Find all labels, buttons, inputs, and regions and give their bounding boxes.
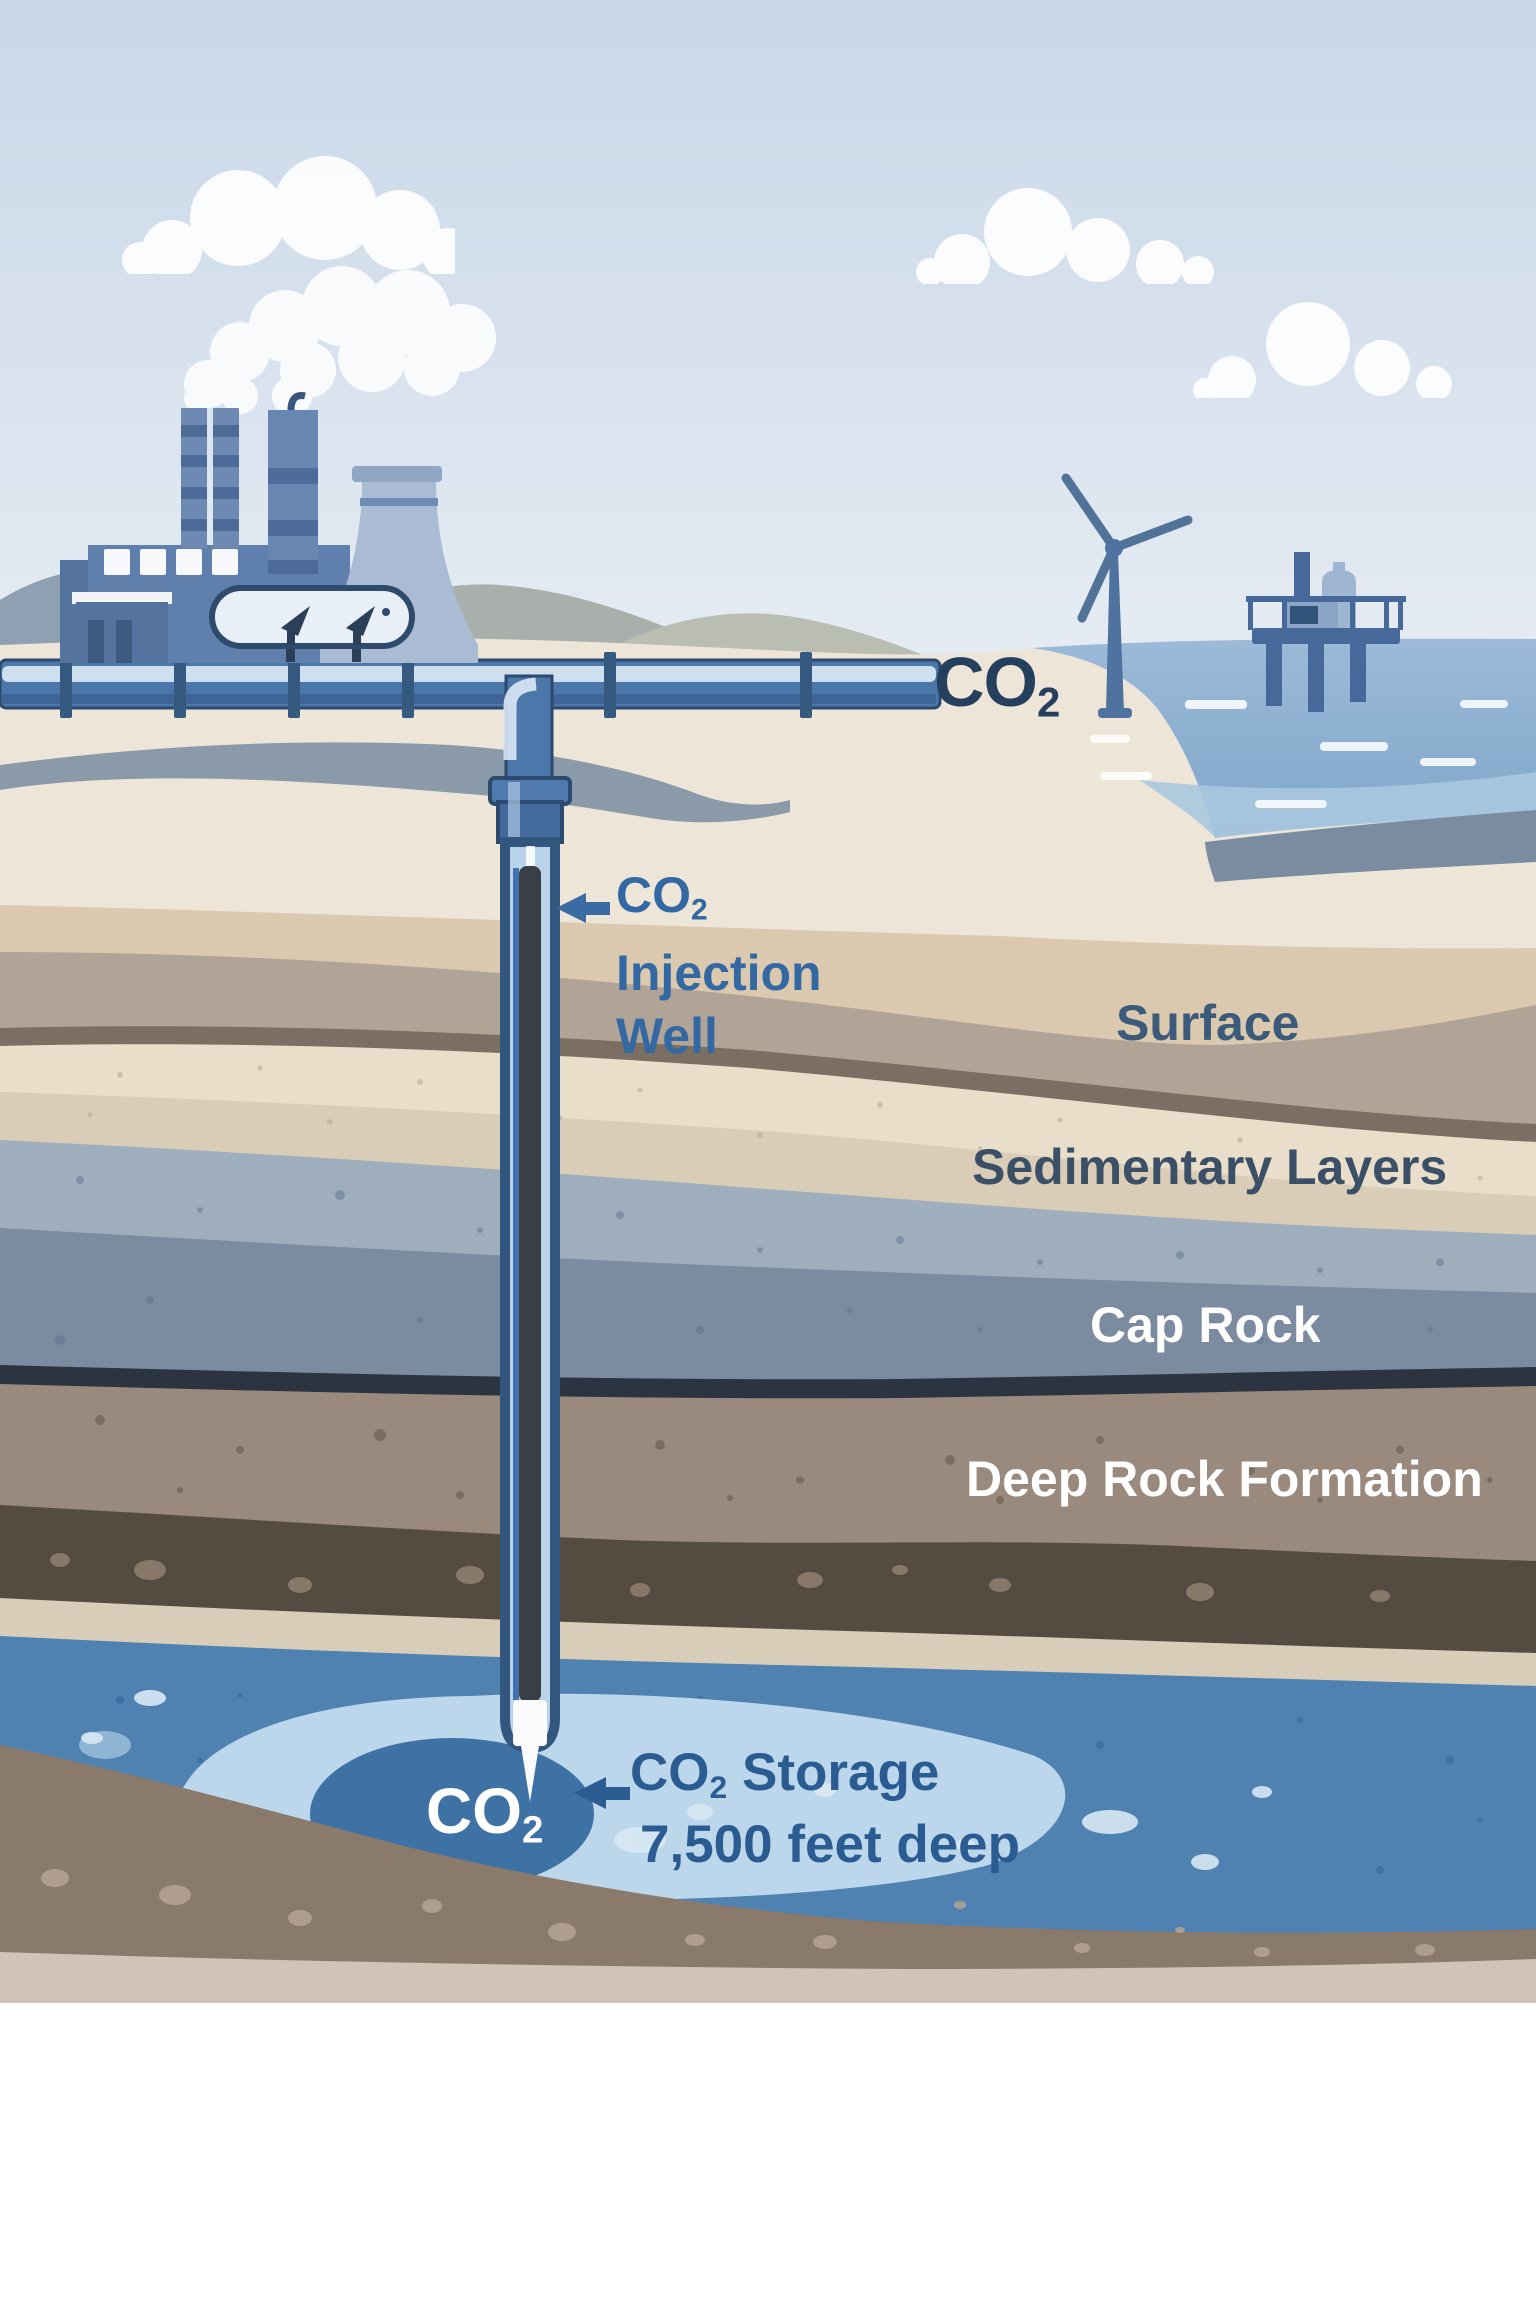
injector-tip xyxy=(513,1700,547,1746)
co2-bubble-label: CO2 xyxy=(426,1774,543,1853)
injwell-co2-subscript: 2 xyxy=(691,893,708,927)
capture-unit xyxy=(209,585,415,662)
wind-turbine-icon xyxy=(1061,473,1193,718)
factory-windows xyxy=(104,549,238,575)
scene-illustration xyxy=(0,0,1536,2010)
bubble-co2-subscript: 2 xyxy=(522,1808,544,1852)
rock-blobs xyxy=(50,1553,1390,1602)
cloud xyxy=(122,156,455,274)
wave-dashes xyxy=(1090,700,1508,808)
injection-well xyxy=(488,776,572,1802)
cloud xyxy=(916,188,1214,284)
smoke-cloud xyxy=(184,266,496,416)
layer-lower-brown xyxy=(0,1745,1536,2010)
storage-word: Storage xyxy=(742,1743,940,1802)
chimney-icon xyxy=(268,410,318,570)
pebbles xyxy=(41,1869,1435,1957)
shoreline-ridge xyxy=(0,742,790,823)
smokestack-stripes xyxy=(181,425,239,531)
sedimentary-layers-label: Sedimentary Layers xyxy=(972,1139,1448,1195)
shed-roof xyxy=(72,592,172,604)
pipeline-co2-label: CO2 xyxy=(934,642,1060,727)
injection-well-line3: Well xyxy=(616,1007,718,1064)
chimney-vent xyxy=(287,392,306,411)
injector-needle xyxy=(521,1746,539,1802)
seabed-slate-wedge xyxy=(1205,810,1536,882)
injection-well-label: CO2 Injection Well xyxy=(616,864,822,1068)
factory-icon xyxy=(60,392,478,663)
pipeline-co2-subscript: 2 xyxy=(1037,678,1060,726)
ocean-shallow-band xyxy=(1140,772,1536,838)
surface-layer-label: Surface xyxy=(1116,995,1300,1051)
storage-depth-label: 7,500 feet deep xyxy=(640,1815,1021,1874)
co2-storage-label: CO2 Storage xyxy=(630,1742,939,1806)
injwell-co2-text: CO xyxy=(616,867,691,923)
cooling-tower-band xyxy=(360,498,438,506)
injection-well-line1: CO2 xyxy=(616,864,822,942)
aquifer-light-dots xyxy=(81,1690,1272,1870)
cap-rock-label: Cap Rock xyxy=(1090,1297,1321,1353)
rock-speckles xyxy=(87,1065,1483,1181)
wellhead-body xyxy=(496,800,564,844)
pipeline-elbow xyxy=(503,677,537,760)
bubble-co2-text: CO xyxy=(426,1775,522,1847)
shed-door xyxy=(88,620,104,663)
pipeline-supports xyxy=(60,652,812,718)
rock-speckles xyxy=(95,1415,1493,1504)
cooling-tower-rim xyxy=(352,466,442,482)
cloud xyxy=(1193,302,1452,398)
arrow-left-icon xyxy=(556,893,610,923)
arrow-left-icon xyxy=(574,1777,630,1809)
storage-co2-text: CO xyxy=(630,1743,710,1802)
pipeline xyxy=(0,658,942,710)
shed-door xyxy=(116,620,132,663)
deep-rock-formation-label: Deep Rock Formation xyxy=(966,1451,1483,1507)
pipeline-co2-text: CO xyxy=(934,643,1038,721)
storage-co2-subscript: 2 xyxy=(709,1768,728,1805)
offshore-platform-icon xyxy=(1246,552,1406,712)
well-tubing xyxy=(519,866,541,1702)
layer-base-taupe xyxy=(0,1952,1536,2010)
page-margin xyxy=(0,2003,1536,2010)
injection-well-line2: Injection xyxy=(616,944,822,1001)
chimney-bands xyxy=(268,468,318,574)
